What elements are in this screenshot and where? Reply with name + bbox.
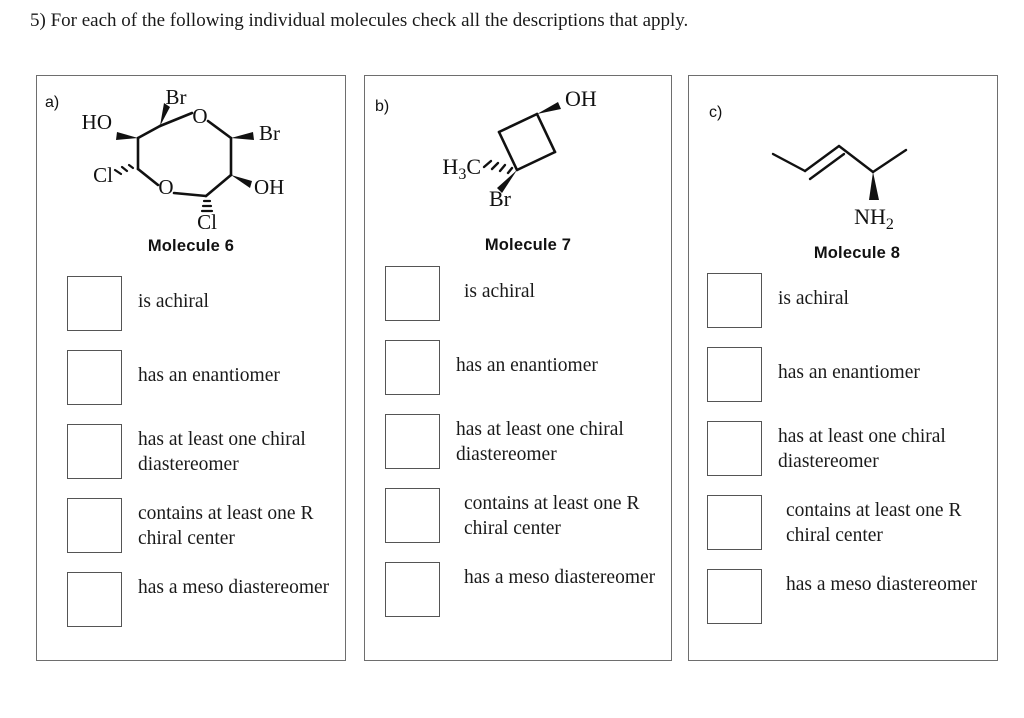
checkbox-r-chiral-center-c[interactable]: [707, 495, 762, 550]
option-row-enantiomer-b[interactable]: has an enantiomer: [385, 340, 691, 395]
option-label-chiral-diastereomer-c: has at least one chiral diastereomer: [778, 426, 946, 472]
svg-text:O: O: [192, 104, 207, 128]
svg-text:OH: OH: [565, 86, 597, 111]
option-label-is-achiral-b: is achiral: [464, 281, 535, 302]
question-prompt: 5) For each of the following individual …: [30, 10, 689, 31]
option-row-r-center-b[interactable]: contains at least one R chiral center: [385, 488, 691, 543]
svg-text:NH2: NH2: [854, 204, 894, 233]
option-label-is-achiral-c: is achiral: [778, 288, 849, 309]
molecule-name-8: Molecule 8: [813, 244, 901, 262]
panel-letter-a: a): [45, 94, 60, 111]
molecule-8-structure: NH2: [689, 76, 997, 246]
checkbox-chiral-diastereomer-b[interactable]: [385, 414, 440, 469]
options-list-a: is achiral has an enantiomer has at leas…: [37, 276, 375, 646]
option-row-chiral-diastereomer-c[interactable]: has at least one chiral diastereomer: [707, 421, 1015, 476]
checkbox-chiral-diastereomer-c[interactable]: [707, 421, 762, 476]
checkbox-chiral-diastereomer-a[interactable]: [67, 424, 122, 479]
checkbox-meso-diastereomer-a[interactable]: [67, 572, 122, 627]
svg-text:Br: Br: [489, 186, 512, 211]
panel-letter-b: b): [375, 98, 390, 115]
option-row-achiral-c[interactable]: is achiral: [707, 273, 1015, 328]
checkbox-meso-diastereomer-b[interactable]: [385, 562, 440, 617]
checkbox-has-enantiomer-c[interactable]: [707, 347, 762, 402]
option-label-r-chiral-center-a: contains at least one R chiral center: [138, 503, 314, 549]
molecule-7-structure: OH H3C Br: [365, 76, 671, 236]
option-row-r-center-c[interactable]: contains at least one R chiral center: [707, 495, 1015, 550]
molecule-name-6: Molecule 6: [147, 237, 235, 255]
options-list-c: is achiral has an enantiomer has at leas…: [689, 273, 1015, 643]
svg-text:Cl: Cl: [93, 163, 113, 187]
option-label-r-chiral-center-b: contains at least one R chiral center: [464, 493, 640, 539]
panel-letter-c: c): [709, 104, 723, 121]
molecule-panel-c: c) NH2 Molecule 8 is achiral has an en: [688, 75, 998, 661]
option-label-meso-diastereomer-a: has a meso diastereomer: [138, 577, 330, 598]
checkbox-r-chiral-center-a[interactable]: [67, 498, 122, 553]
checkbox-r-chiral-center-b[interactable]: [385, 488, 440, 543]
option-row-enantiomer-a[interactable]: has an enantiomer: [67, 350, 375, 405]
option-label-meso-diastereomer-b: has a meso diastereomer: [464, 567, 656, 588]
svg-text:OH: OH: [254, 175, 284, 199]
option-label-is-achiral-a: is achiral: [138, 291, 209, 312]
option-label-has-enantiomer-b: has an enantiomer: [456, 355, 598, 376]
option-row-chiral-diastereomer-a[interactable]: has at least one chiral diastereomer: [67, 424, 375, 479]
options-list-b: is achiral has an enantiomer has at leas…: [365, 266, 691, 636]
svg-text:Cl: Cl: [197, 210, 217, 234]
checkbox-is-achiral-c[interactable]: [707, 273, 762, 328]
svg-text:Br: Br: [166, 85, 187, 109]
option-row-achiral-b[interactable]: is achiral: [385, 266, 691, 321]
option-label-has-enantiomer-c: has an enantiomer: [778, 362, 920, 383]
option-row-meso-a[interactable]: has a meso diastereomer: [67, 572, 375, 627]
checkbox-is-achiral-b[interactable]: [385, 266, 440, 321]
option-row-meso-c[interactable]: has a meso diastereomer: [707, 569, 1015, 624]
option-row-chiral-diastereomer-b[interactable]: has at least one chiral diastereomer: [385, 414, 691, 469]
option-label-chiral-diastereomer-a: has at least one chiral diastereomer: [138, 429, 306, 475]
svg-text:O: O: [158, 175, 173, 199]
option-row-enantiomer-c[interactable]: has an enantiomer: [707, 347, 1015, 402]
checkbox-has-enantiomer-b[interactable]: [385, 340, 440, 395]
option-label-has-enantiomer-a: has an enantiomer: [138, 365, 280, 386]
molecule-name-7: Molecule 7: [484, 236, 572, 254]
option-row-r-center-a[interactable]: contains at least one R chiral center: [67, 498, 375, 553]
checkbox-meso-diastereomer-c[interactable]: [707, 569, 762, 624]
molecule-panel-a: a): [36, 75, 346, 661]
option-row-meso-b[interactable]: has a meso diastereomer: [385, 562, 691, 617]
checkbox-is-achiral-a[interactable]: [67, 276, 122, 331]
svg-text:HO: HO: [82, 110, 112, 134]
option-label-meso-diastereomer-c: has a meso diastereomer: [786, 574, 978, 595]
molecule-panel-b: b) OH H3C Br: [364, 75, 672, 661]
svg-text:Br: Br: [259, 121, 280, 145]
svg-text:H3C: H3C: [442, 154, 481, 183]
molecule-6-structure: Br HO O Br Cl O OH Cl: [37, 76, 345, 236]
option-label-r-chiral-center-c: contains at least one R chiral center: [786, 500, 962, 546]
option-row-achiral-a[interactable]: is achiral: [67, 276, 375, 331]
option-label-chiral-diastereomer-b: has at least one chiral diastereomer: [456, 419, 624, 465]
checkbox-has-enantiomer-a[interactable]: [67, 350, 122, 405]
